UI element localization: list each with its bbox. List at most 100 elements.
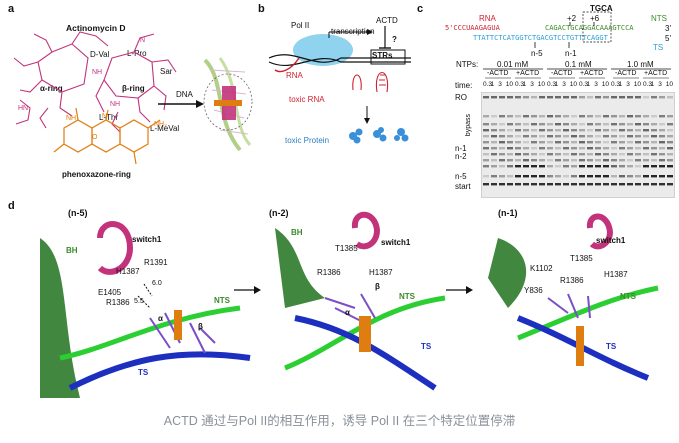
gel-band [539,165,545,168]
gel-band [571,183,577,186]
gel-band [635,135,641,138]
n2-nts: NTS [399,292,415,301]
atom-o: O [92,134,98,141]
gel-band [555,141,561,144]
n1-switch1: switch1 [596,236,626,245]
gel-band [587,165,593,168]
gel-band [539,147,545,150]
gel-band [507,123,513,126]
label-dna: DNA [176,90,193,99]
gel-band [483,135,489,138]
atom-hn: HN [18,105,28,112]
gel-band [659,141,665,144]
gel-band [547,115,553,118]
gel-band [595,175,601,178]
gel-band [627,135,633,138]
gel-band [579,159,585,162]
gel-band [523,175,529,178]
gel-band [539,96,545,99]
gel-band [547,123,553,126]
gel-band [547,183,553,186]
gel-band [483,129,489,132]
gel-band [635,153,641,156]
gel-band [499,159,505,162]
atom-nh-mid: NH [92,69,102,76]
time-tick: 1 [522,81,527,88]
gel-band [643,115,649,118]
gel-band [571,153,577,156]
time-tick: 0.3 [547,81,557,88]
nts-sequence: CAGACTGCAGGACAAAGTCCA [545,24,634,32]
structure-n5: (n-5) BH switch1 H1387 R1391 E1405 R1386… [40,198,260,403]
gel-band [587,147,593,150]
gel-band [619,141,625,144]
gel-band [523,135,529,138]
time-tick: 1 [554,81,559,88]
n2-bh: BH [291,228,303,237]
gel-band [483,175,489,178]
gel-band [627,165,633,168]
gel-band [635,129,641,132]
gel-band [523,159,529,162]
gel-band [611,123,617,126]
gel-band [507,147,513,150]
gel-band [523,123,529,126]
gel-band [579,153,585,156]
gel-band [651,115,657,118]
gel-band [635,183,641,186]
gel-band [635,175,641,178]
gel-band [531,129,537,132]
gel-band [483,96,489,99]
gel-band [619,165,625,168]
gel-band [635,115,641,118]
gel-band [515,183,521,186]
gel-band [611,153,617,156]
gel-band [579,141,585,144]
gel-band [515,129,521,132]
time-tick: 10 [601,81,610,88]
gel-band [611,115,617,118]
n5-bh: BH [66,246,78,255]
gel-band [499,96,505,99]
label-l-thr: L-Thr [99,113,119,122]
gel-band [595,147,601,150]
plus-actd-1: +ACTD [516,70,540,77]
gel-band [563,129,569,132]
toxic-protein-label: toxic Protein [285,136,330,145]
n2-t1385: T1385 [335,244,358,253]
gel-band [523,147,529,150]
n5-switch1: switch1 [132,235,162,244]
gel-band [515,115,521,118]
gel-band [547,147,553,150]
gel-band [507,129,513,132]
gel-band [651,165,657,168]
gel-band [635,96,641,99]
gel-band [571,135,577,138]
gel-band [603,115,609,118]
gel-band [539,175,545,178]
gel-band [531,153,537,156]
time-tick: 10 [633,81,642,88]
gel-band [627,123,633,126]
gel-band [539,123,545,126]
panel-a-label: a [8,3,15,15]
pos-plus2: +2 [567,14,577,23]
gel-band [643,141,649,144]
gel-band [603,135,609,138]
n5-nts: NTS [214,296,230,305]
gel-band [539,141,545,144]
n5-title: (n-5) [68,208,88,218]
conc-0-1: 0.1 mM [565,60,592,69]
gel-band [539,159,545,162]
gel-band [619,115,625,118]
gel-band [491,153,497,156]
gel-band [523,183,529,186]
gel-band [619,129,625,132]
gel-band [563,153,569,156]
gel-bands [483,96,673,186]
gel-band [635,165,641,168]
gel-band [491,129,497,132]
label-l-meval: L-MeVal [150,124,180,133]
gel-band [579,129,585,132]
